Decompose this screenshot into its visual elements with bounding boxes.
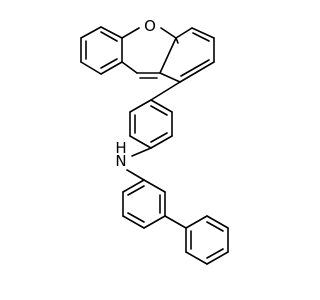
cn-bond-lower <box>126 169 145 181</box>
biaryl-bond-upper <box>150 81 181 101</box>
oxygen-atom-label: O <box>144 17 156 35</box>
furan-ring <box>121 27 177 79</box>
benzo-ring-left <box>80 26 123 75</box>
biaryl-bond-lower <box>164 215 187 229</box>
cn-bond-upper <box>131 147 152 157</box>
hydrogen-atom-label: H <box>115 139 126 157</box>
phenyl-ring-terminal <box>185 215 229 265</box>
phenylene-ring-lower <box>122 179 166 229</box>
benzo-ring-right <box>159 27 215 83</box>
phenylene-ring-upper <box>129 99 173 149</box>
structure-canvas: O N H <box>80 17 229 265</box>
nitrogen-atom-label: N <box>115 152 126 170</box>
chemical-structure: O N H <box>80 17 229 265</box>
